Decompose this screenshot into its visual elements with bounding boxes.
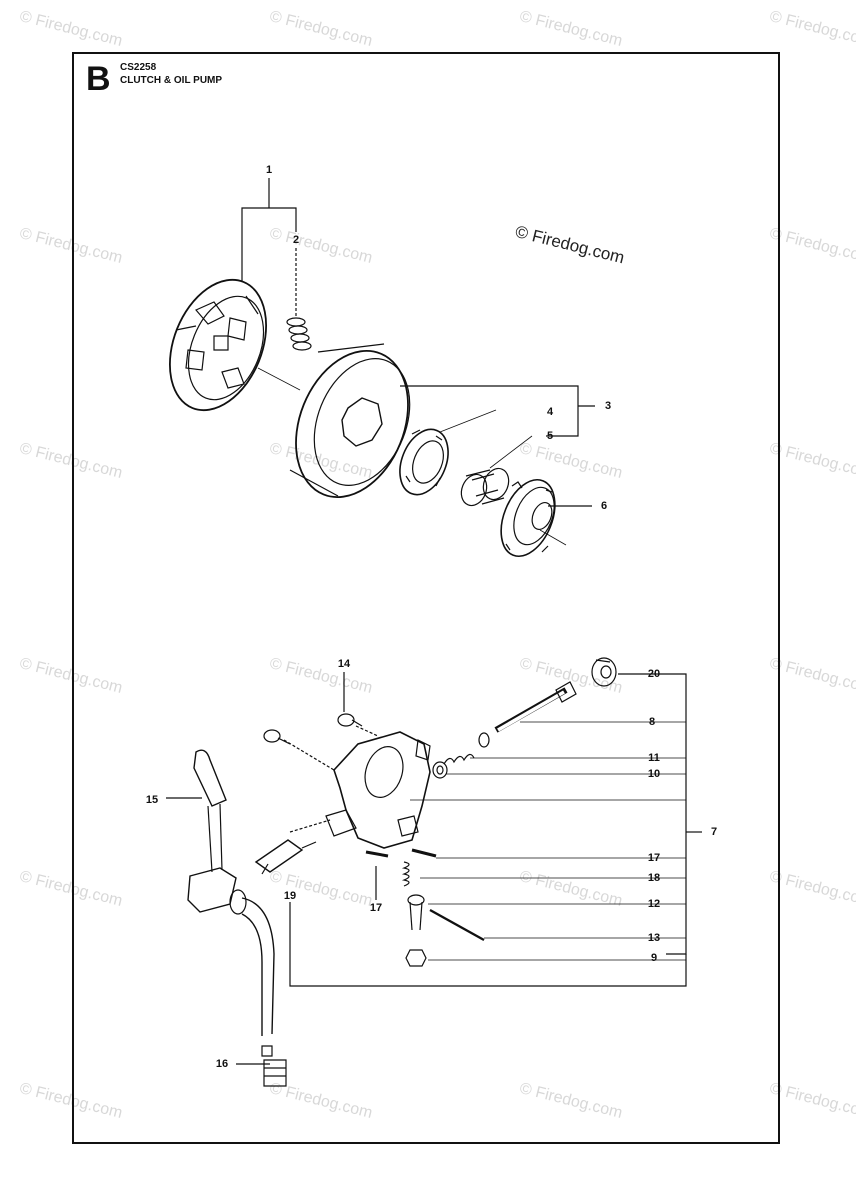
oil-hose (241, 897, 275, 1057)
model-number: CS2258 (120, 62, 157, 73)
callout-19: 19 (283, 890, 297, 902)
pin-13 (429, 908, 485, 942)
callout-4: 4 (546, 406, 554, 418)
diagram-frame (72, 52, 780, 1144)
clutch-spring (286, 317, 312, 351)
callout-14: 14 (337, 658, 351, 670)
callout-17-lower: 17 (369, 902, 383, 914)
section-letter: B (86, 60, 111, 98)
callout-8: 8 (648, 716, 656, 728)
callout-6: 6 (600, 500, 608, 512)
spur-sprocket (500, 479, 556, 557)
diagram-title: CLUTCH & OIL PUMP (120, 75, 223, 86)
callout-18: 18 (647, 872, 661, 884)
pins (365, 848, 437, 858)
bushing (591, 657, 617, 687)
callout-15: 15 (145, 794, 159, 806)
callout-17: 17 (647, 852, 661, 864)
clutch-drum (289, 343, 411, 499)
callout-13: 13 (647, 932, 661, 944)
callout-12: 12 (647, 898, 661, 910)
callout-5: 5 (546, 430, 554, 442)
callout-1: 1 (265, 164, 273, 176)
valve-spring (401, 861, 410, 887)
callout-3: 3 (604, 400, 612, 412)
needle-bearing (460, 467, 510, 507)
check-valve (254, 839, 317, 875)
callout-11: 11 (648, 752, 660, 764)
washer (432, 761, 448, 779)
screw (263, 729, 291, 745)
pump-spring (443, 732, 490, 765)
screw-14 (337, 713, 363, 727)
callout-2: 2 (292, 234, 300, 246)
callout-16: 16 (215, 1058, 229, 1070)
plunger (407, 894, 425, 931)
leader-lines-oil-pump (166, 672, 702, 1065)
callout-7: 7 (710, 826, 718, 838)
oil-pump-housing (325, 731, 431, 849)
oil-filter (263, 1059, 287, 1087)
leader-lines-clutch (241, 178, 595, 546)
rim-sprocket (399, 428, 449, 496)
oil-pickup-tube (187, 749, 247, 915)
callout-9: 9 (650, 952, 658, 964)
callout-10: 10 (647, 768, 661, 780)
worm-shaft (494, 681, 577, 733)
adjusting-screw (405, 949, 427, 967)
callout-20: 20 (647, 668, 661, 680)
clutch-shoe-assembly (169, 278, 267, 412)
